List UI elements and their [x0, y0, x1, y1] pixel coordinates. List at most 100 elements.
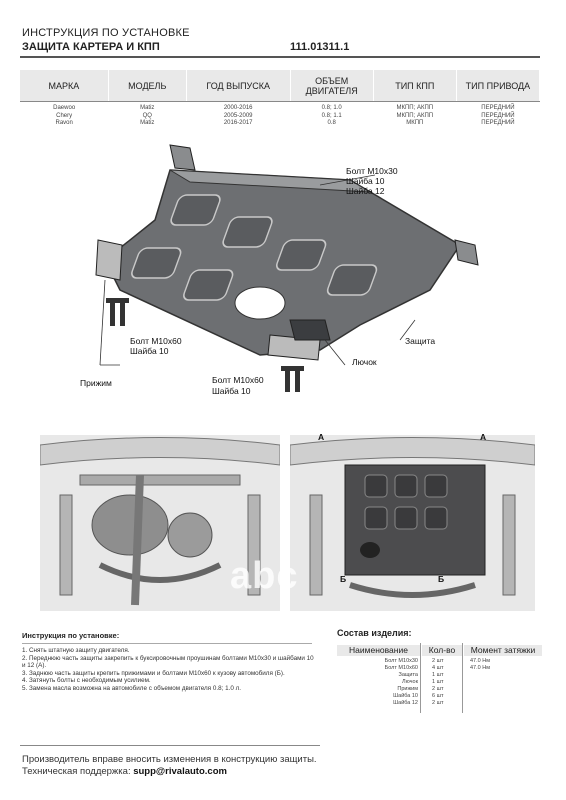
list-item: Прижим: [397, 686, 418, 692]
table-row: Ravon Matiz 2016-2017 0.8 МКПП ПЕРЕДНИЙ: [20, 120, 540, 128]
list-item: Шайба 12: [393, 700, 418, 706]
footer-support: Техническая поддержка: supp@rivalauto.co…: [22, 766, 227, 777]
column-header-drive: ТИП ПРИВОДА: [456, 70, 541, 102]
table-row: Chery QQ 2005-2009 0.8; 1.1 МКПП; АКПП П…: [20, 113, 540, 121]
table-cell: Matiz: [140, 120, 155, 126]
list-item: Болт М10х30: [384, 658, 418, 664]
column-header-engine: ОБЪЕМ ДВИГАТЕЛЯ: [290, 70, 374, 102]
table-cell: МКПП; АКПП: [396, 105, 434, 111]
table-cell: 0.8; 1.0: [321, 105, 342, 111]
bolt-group-left: [106, 298, 129, 326]
column-header-gearbox: ТИП КПП: [373, 70, 457, 102]
table-cell: Daewoo: [53, 105, 76, 111]
support-email-link[interactable]: supp@rivalauto.com: [133, 766, 227, 777]
instruction-step: 2. Переднюю часть защиты закрепить к бук…: [22, 654, 314, 670]
embossed-window: [131, 247, 182, 279]
compatibility-table: МАРКА МОДЕЛЬ ГОД ВЫПУСКА ОБЪЕМ ДВИГАТЕЛЯ…: [20, 70, 541, 128]
table-cell: 0.8; 1.1: [321, 112, 342, 119]
label-hatch: Лючок: [352, 357, 377, 367]
label-clamp: Прижим: [80, 378, 112, 388]
table-cell: 0.8: [327, 120, 336, 126]
embossed-window: [222, 216, 273, 248]
composition-col-divider: [420, 643, 421, 713]
embossed-window: [326, 264, 378, 296]
table-divider: [20, 101, 540, 102]
skid-plate-diagram: [95, 144, 479, 392]
mark-a-right: А: [480, 432, 487, 442]
composition-torques: 47.0 Нм 47.0 Нм: [470, 658, 530, 672]
embossed-window: [183, 269, 234, 301]
list-item: 47.0 Нм: [470, 665, 490, 671]
list-item: 2 шт: [432, 700, 444, 706]
list-item: Шайба 10: [393, 693, 418, 699]
header-divider: [20, 56, 540, 58]
label-washer-12: Шайба 12: [346, 186, 385, 196]
table-cell: МКПП; АКПП: [396, 112, 434, 119]
embossed-window: [275, 239, 327, 271]
instructions-list: 1. Снять штатную защиту двигателя. 2. Пе…: [22, 647, 317, 693]
list-item: 2 шт: [432, 686, 444, 692]
table-cell: 2016-2017: [223, 120, 253, 126]
watermark: abc: [230, 555, 299, 597]
instructions-divider: [22, 643, 312, 644]
composition-title: Состав изделия:: [337, 628, 412, 638]
column-header-model: МОДЕЛЬ: [108, 70, 187, 102]
table-cell: 2005-2009: [223, 112, 253, 119]
list-item: 6 шт: [432, 693, 444, 699]
label-bolt-m10x60-bottom: Болт М10х60: [212, 375, 264, 385]
footer-disclaimer: Производитель вправе вносить изменения в…: [22, 754, 317, 765]
instruction-step: 1. Снять штатную защиту двигателя.: [22, 647, 130, 654]
list-item: 4 шт: [432, 665, 444, 671]
underside-before-photo: [40, 435, 280, 611]
table-cell: Chery: [56, 112, 73, 119]
instruction-step: 4. Затянуть болты с необходимым усилием.: [22, 677, 151, 685]
table-cell: МКПП: [406, 120, 424, 126]
column-header-torque: Момент затяжки: [464, 645, 542, 656]
instruction-title: ИНСТРУКЦИЯ ПО УСТАНОВКЕ: [22, 27, 190, 39]
embossed-window: [170, 194, 221, 226]
label-bolt-m10x30: Болт М10х30: [346, 166, 398, 176]
table-row: Daewoo Matiz 2000-2016 0.8; 1.0 МКПП; АК…: [20, 102, 540, 113]
list-item: Защита: [398, 672, 419, 678]
list-item: 1 шт: [432, 679, 444, 685]
footer-divider: [20, 745, 320, 746]
column-header-quantity: Кол-во: [422, 645, 462, 656]
list-item: 1 шт: [432, 672, 444, 678]
composition-quantities: 2 шт 4 шт 1 шт 1 шт 2 шт 6 шт 2 шт: [432, 658, 460, 707]
part-number: 111.01311.1: [290, 41, 350, 53]
label-washer-10-front: Шайба 10: [346, 176, 385, 186]
list-item: Лючок: [402, 679, 418, 685]
label-washer-10-left: Шайба 10: [130, 346, 169, 356]
front-bracket-right: [454, 239, 479, 266]
composition-col-divider: [462, 643, 463, 713]
instruction-step: 3. Заднюю часть защиты крепить прижимами…: [22, 669, 285, 677]
composition-names: Болт М10х30 Болт М10х60 Защита Лючок При…: [340, 658, 418, 707]
label-bolt-m10x60-left: Болт М10х60: [130, 336, 182, 346]
list-item: 47.0 Нм: [470, 658, 490, 664]
support-label: Техническая поддержка:: [22, 766, 131, 777]
table-cell: ПЕРЕДНИЙ: [481, 105, 515, 111]
mark-b-left: Б: [340, 574, 347, 584]
column-header-brand: МАРКА: [20, 70, 109, 102]
table-cell: QQ: [142, 112, 152, 119]
bolt-group-bottom: [281, 366, 304, 392]
column-header-year: ГОД ВЫПУСКА: [186, 70, 291, 102]
mark-b-right: Б: [438, 574, 445, 584]
instructions-title: Инструкция по установке:: [22, 631, 120, 640]
label-protection: Защита: [405, 336, 436, 346]
list-item: Болт М10х60: [384, 665, 418, 671]
list-item: 2 шт: [432, 658, 444, 664]
front-bracket-left: [169, 144, 196, 171]
table-cell: ПЕРЕДНИЙ: [481, 120, 515, 126]
table-header-row: МАРКА МОДЕЛЬ ГОД ВЫПУСКА ОБЪЕМ ДВИГАТЕЛЯ…: [20, 70, 541, 102]
clamp-left: [95, 239, 123, 281]
table-cell: Ravon: [55, 120, 73, 126]
table-cell: 2000-2016: [223, 105, 253, 111]
column-header-name: Наименование: [337, 645, 420, 656]
table-cell: ПЕРЕДНИЙ: [481, 112, 515, 119]
product-title: ЗАЩИТА КАРТЕРА И КПП: [22, 41, 160, 53]
hatch-cover: [289, 319, 331, 341]
oil-drain-hole: [234, 286, 286, 320]
mark-a-left: А: [318, 432, 325, 442]
table-cell: Matiz: [140, 105, 155, 111]
